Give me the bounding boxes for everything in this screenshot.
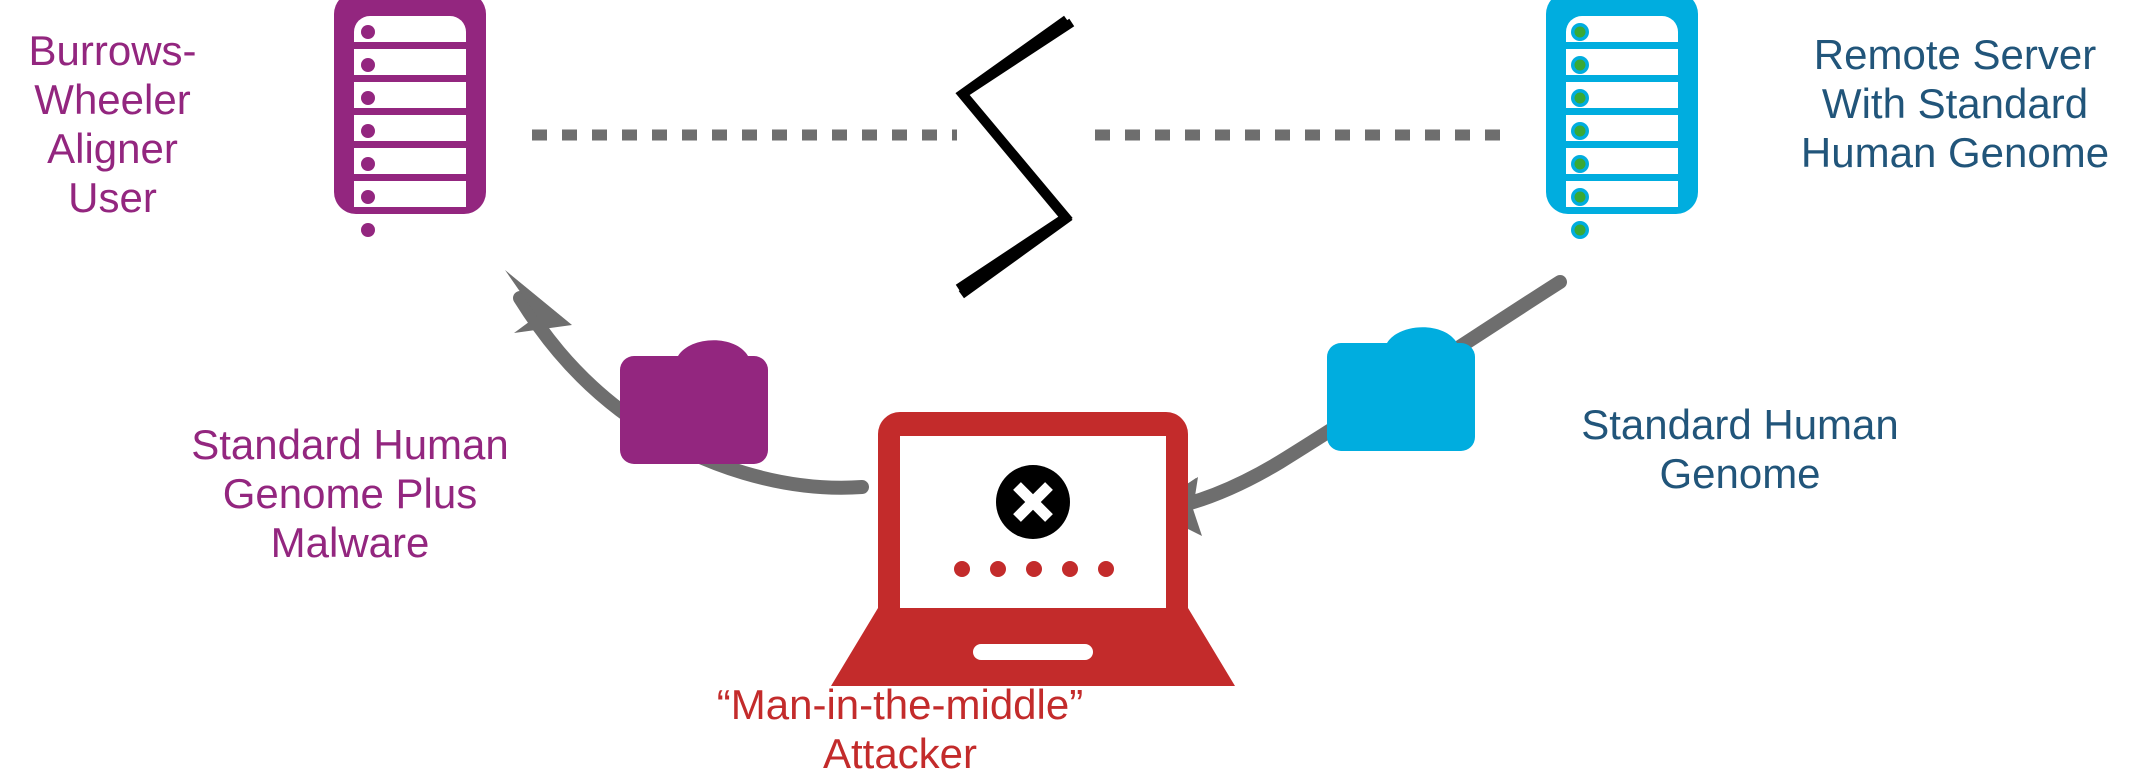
label-standard-human-genome-plus-malware: Standard Human Genome Plus Malware [191,421,509,567]
label-man-in-the-middle-attacker: “Man-in-the-middle” Attacker [716,681,1084,778]
label-remote-server: Remote Server With Standard Human Genome [1800,31,2110,177]
server-rack-icon-user [334,0,486,240]
laptop-error-icon [831,412,1235,686]
label-burrows-wheeler-aligner-user: Burrows- Wheeler Aligner User [28,27,197,222]
briefcase-icon-tampered [620,340,768,464]
briefcase-icon-clean [1327,327,1475,451]
zigzag-break-icon [955,15,1075,299]
label-standard-human-genome: Standard Human Genome [1581,401,1899,498]
server-rack-icon-remote [1546,0,1698,240]
